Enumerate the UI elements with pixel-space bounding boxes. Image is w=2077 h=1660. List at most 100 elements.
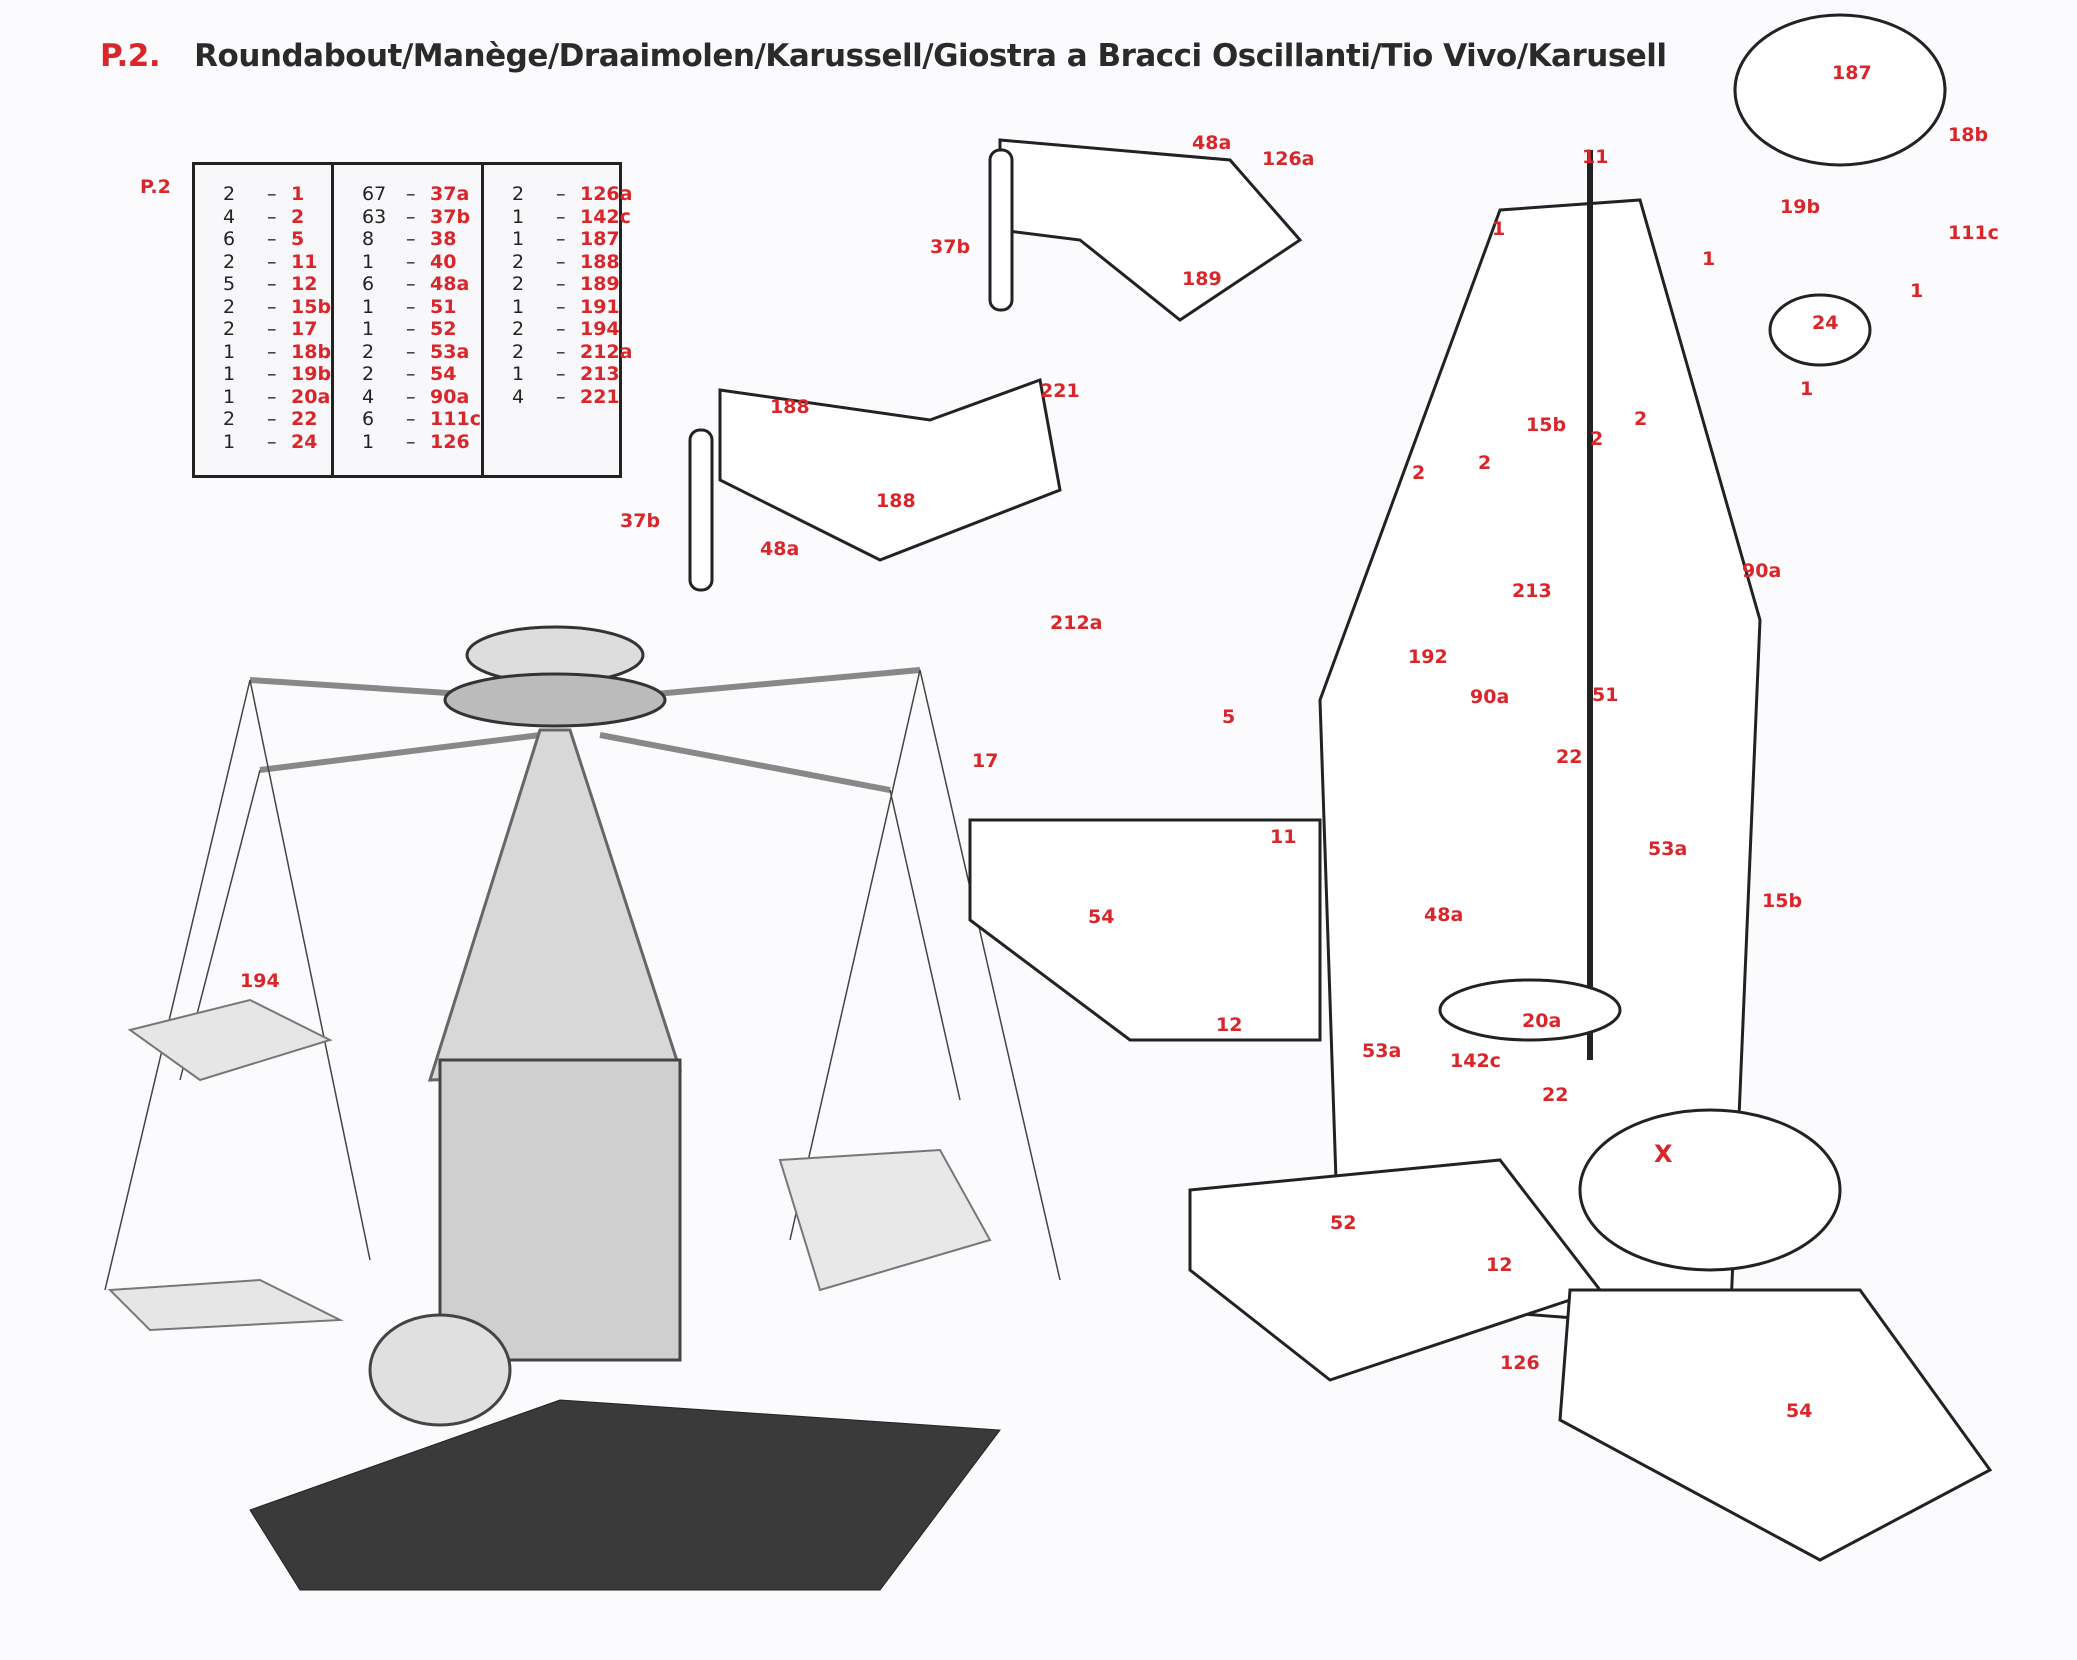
part-callout: 22: [1542, 1084, 1569, 1106]
part-quantity: 1: [223, 385, 236, 408]
part-number: 12: [291, 273, 318, 295]
dash: –: [406, 273, 416, 295]
part-callout: 126: [1500, 1352, 1540, 1374]
parts-list-label: P.2: [140, 176, 171, 198]
part-quantity: 1: [223, 363, 236, 385]
part-quantity: 1: [362, 295, 375, 318]
plane-188: [718, 377, 1062, 562]
parts-row: 67–37a: [362, 183, 481, 206]
part-number: 213: [579, 363, 620, 385]
part-quantity: 1: [362, 430, 375, 453]
dash: –: [267, 340, 277, 363]
dash: –: [555, 318, 566, 340]
dash: –: [555, 205, 566, 228]
part-callout: 1: [1910, 280, 1924, 302]
part-quantity: 6: [362, 273, 375, 295]
dash: –: [267, 205, 277, 228]
dash: –: [555, 273, 566, 295]
part-number: 187: [579, 228, 620, 250]
part-number: 11: [291, 250, 318, 273]
part-callout: 17: [972, 750, 999, 772]
dash: –: [555, 183, 566, 205]
part-callout: 22: [1556, 746, 1583, 768]
part-quantity: 1: [511, 228, 525, 250]
plane-189: [998, 138, 1303, 322]
part-callout: 111c: [1948, 222, 1999, 244]
model-code: P.2.: [100, 38, 161, 74]
part-callout: 188: [770, 396, 810, 418]
parts-row: 2–188: [512, 251, 632, 274]
part-number: 5: [291, 228, 305, 250]
parts-row: 1–18b: [223, 341, 331, 364]
part-quantity: 2: [223, 408, 236, 430]
dash: –: [406, 363, 416, 385]
part-quantity: 6: [223, 228, 236, 250]
swing-seat: [778, 1148, 992, 1292]
part-number: 188: [579, 250, 620, 273]
part-callout: 90a: [1470, 686, 1510, 708]
part-number: 20a: [291, 385, 331, 408]
part-number: 22: [291, 408, 318, 430]
part-number: 51: [430, 295, 457, 318]
part-callout: 48a: [760, 538, 800, 560]
parts-row: 4–221: [512, 386, 632, 409]
part-quantity: 2: [511, 340, 525, 363]
dash: –: [267, 273, 277, 295]
flanged-plate-52: [1188, 1158, 1603, 1382]
part-callout: 24: [1812, 312, 1839, 334]
parts-row: 1–19b: [223, 363, 331, 386]
parts-row: 2–189: [512, 273, 632, 296]
part-number: 37a: [430, 183, 470, 205]
parts-row: 1 –20a: [223, 386, 331, 409]
part-number: 40: [430, 250, 457, 273]
part-quantity: 63: [362, 205, 387, 228]
part-number: 189: [579, 273, 620, 295]
part-callout: 213: [1512, 580, 1552, 602]
part-number: 212a: [579, 340, 633, 363]
parts-row: 2–126a: [512, 183, 632, 206]
part-number: 24: [291, 430, 318, 453]
part-quantity: 2: [511, 250, 525, 273]
dash: –: [406, 340, 416, 363]
dash: –: [406, 183, 416, 205]
part-callout: 18b: [1948, 124, 1989, 146]
part-quantity: 2: [511, 318, 525, 340]
part-number: 126: [430, 430, 470, 453]
parts-row: 1–213: [512, 363, 632, 386]
part-number: 17: [291, 318, 318, 340]
dash: –: [406, 408, 416, 430]
flanged-plate-54-bottom: [1558, 1288, 1993, 1562]
part-callout: 54: [1786, 1400, 1813, 1422]
dash: –: [555, 385, 566, 408]
parts-row: 1–52: [362, 318, 481, 341]
part-number: 221: [579, 385, 620, 408]
part-callout: 12: [1216, 1014, 1243, 1036]
part-callout: 90a: [1742, 560, 1782, 582]
part-callout: 37b: [930, 236, 971, 258]
part-number: 2: [291, 205, 305, 228]
part-callout: 48a: [1424, 904, 1464, 926]
part-callout: 19b: [1780, 196, 1821, 218]
part-callout: 20a: [1522, 1010, 1562, 1032]
parts-row: 8–38: [362, 228, 481, 251]
base-plate: [249, 1399, 1001, 1591]
part-callout: 2: [1590, 428, 1604, 450]
part-callout: 11: [1270, 826, 1297, 848]
model-title: Roundabout/Manège/Draaimolen/Karussell/G…: [194, 38, 1667, 74]
parts-row: 1–40: [362, 251, 481, 274]
tower-box: [438, 1058, 682, 1362]
part-callout: 11: [1582, 146, 1609, 168]
part-quantity: 2: [362, 363, 375, 385]
parts-row: 4–90a: [362, 386, 481, 409]
part-number: 142c: [579, 205, 631, 228]
part-number: 111c: [430, 408, 481, 430]
parts-row: 2–54: [362, 363, 481, 386]
bush-wheel-24: [1768, 293, 1872, 367]
part-callout: 1: [1702, 248, 1716, 270]
part-callout: 221: [1040, 380, 1080, 402]
part-quantity: 5: [223, 273, 236, 295]
part-callout: 51: [1592, 684, 1619, 706]
dash: –: [267, 385, 277, 408]
